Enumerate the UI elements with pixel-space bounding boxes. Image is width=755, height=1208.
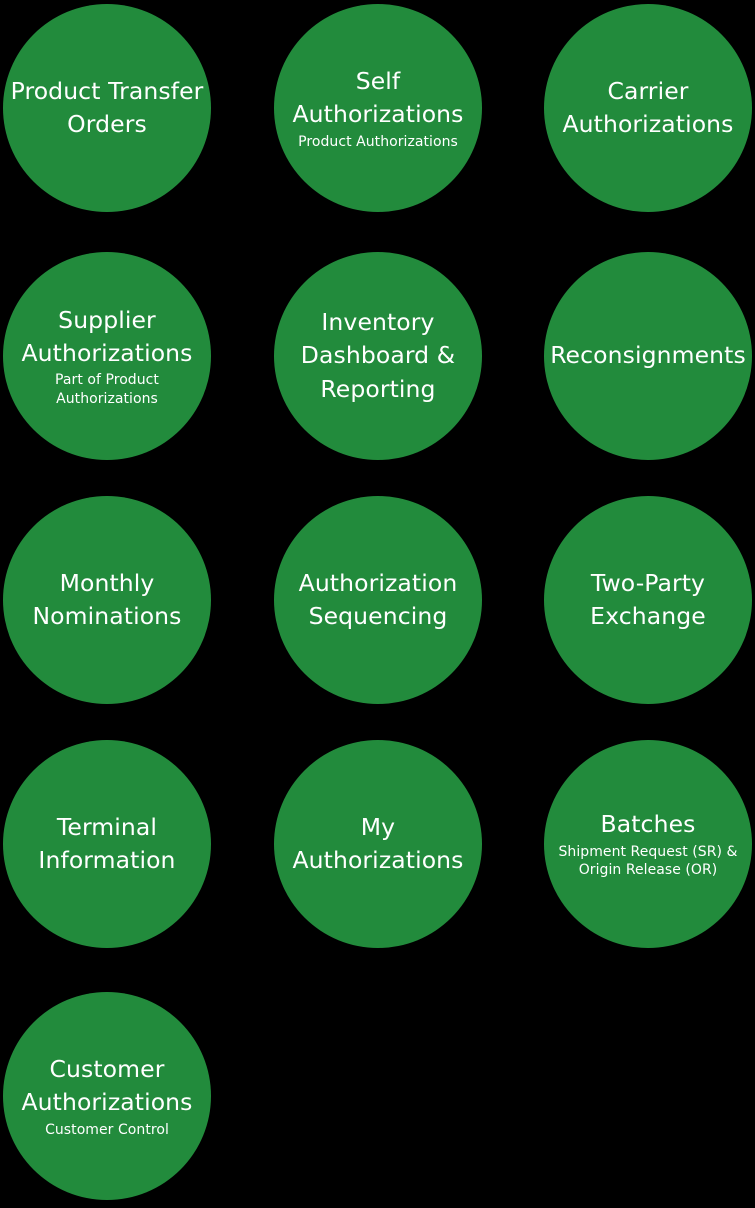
bubble-subtitle: Product Authorizations <box>298 133 458 150</box>
bubble-subtitle: Customer Control <box>45 1121 169 1138</box>
bubble-text-wrap: My Authorizations <box>263 811 493 878</box>
bubble-title: Authorization Sequencing <box>298 568 458 630</box>
bubble-carrier-authorizations[interactable]: Carrier Authorizations <box>544 4 752 212</box>
bubble-text-wrap: Two-Party Exchange <box>533 567 755 634</box>
bubble-title: My Authorizations <box>292 812 464 874</box>
bubble-title: Inventory Dashboard & Reporting <box>300 307 456 403</box>
bubble-title: Self Authorizations <box>292 66 464 129</box>
bubble-title: Terminal Information <box>38 812 176 874</box>
bubble-title: Carrier Authorizations <box>562 76 734 138</box>
bubble-text-wrap: Inventory Dashboard & Reporting <box>263 306 493 406</box>
bubble-subtitle: Part of Product Authorizations <box>55 372 159 407</box>
bubble-text-wrap: Authorization Sequencing <box>263 567 493 634</box>
bubble-two-party-exchange[interactable]: Two-Party Exchange <box>544 496 752 704</box>
bubble-subtitle: Shipment Request (SR) & Origin Release (… <box>558 843 738 879</box>
bubble-title: Customer Authorizations <box>21 1054 193 1117</box>
bubble-title: Monthly Nominations <box>32 568 182 630</box>
bubble-title: Batches <box>600 810 696 839</box>
bubble-title: Two-Party Exchange <box>590 568 706 630</box>
bubble-title: Supplier Authorizations <box>21 305 193 368</box>
bubble-authorization-sequencing[interactable]: Authorization Sequencing <box>274 496 482 704</box>
bubble-my-authorizations[interactable]: My Authorizations <box>274 740 482 948</box>
bubble-text-wrap: Product Transfer Orders <box>0 75 222 142</box>
bubble-inventory-dashboard-and-reporting[interactable]: Inventory Dashboard & Reporting <box>274 252 482 460</box>
bubble-reconsignments[interactable]: Reconsignments <box>544 252 752 460</box>
bubble-product-transfer-orders[interactable]: Product Transfer Orders <box>3 4 211 212</box>
bubble-title: Reconsignments <box>550 341 746 370</box>
bubble-title: Product Transfer Orders <box>10 76 204 138</box>
bubble-text-wrap: Reconsignments <box>533 339 755 372</box>
bubble-text-wrap: Monthly Nominations <box>0 567 222 634</box>
bubble-terminal-information[interactable]: Terminal Information <box>3 740 211 948</box>
bubble-monthly-nominations[interactable]: Monthly Nominations <box>3 496 211 704</box>
bubble-text-wrap: Carrier Authorizations <box>533 75 755 142</box>
bubble-text-wrap: Terminal Information <box>0 811 222 878</box>
